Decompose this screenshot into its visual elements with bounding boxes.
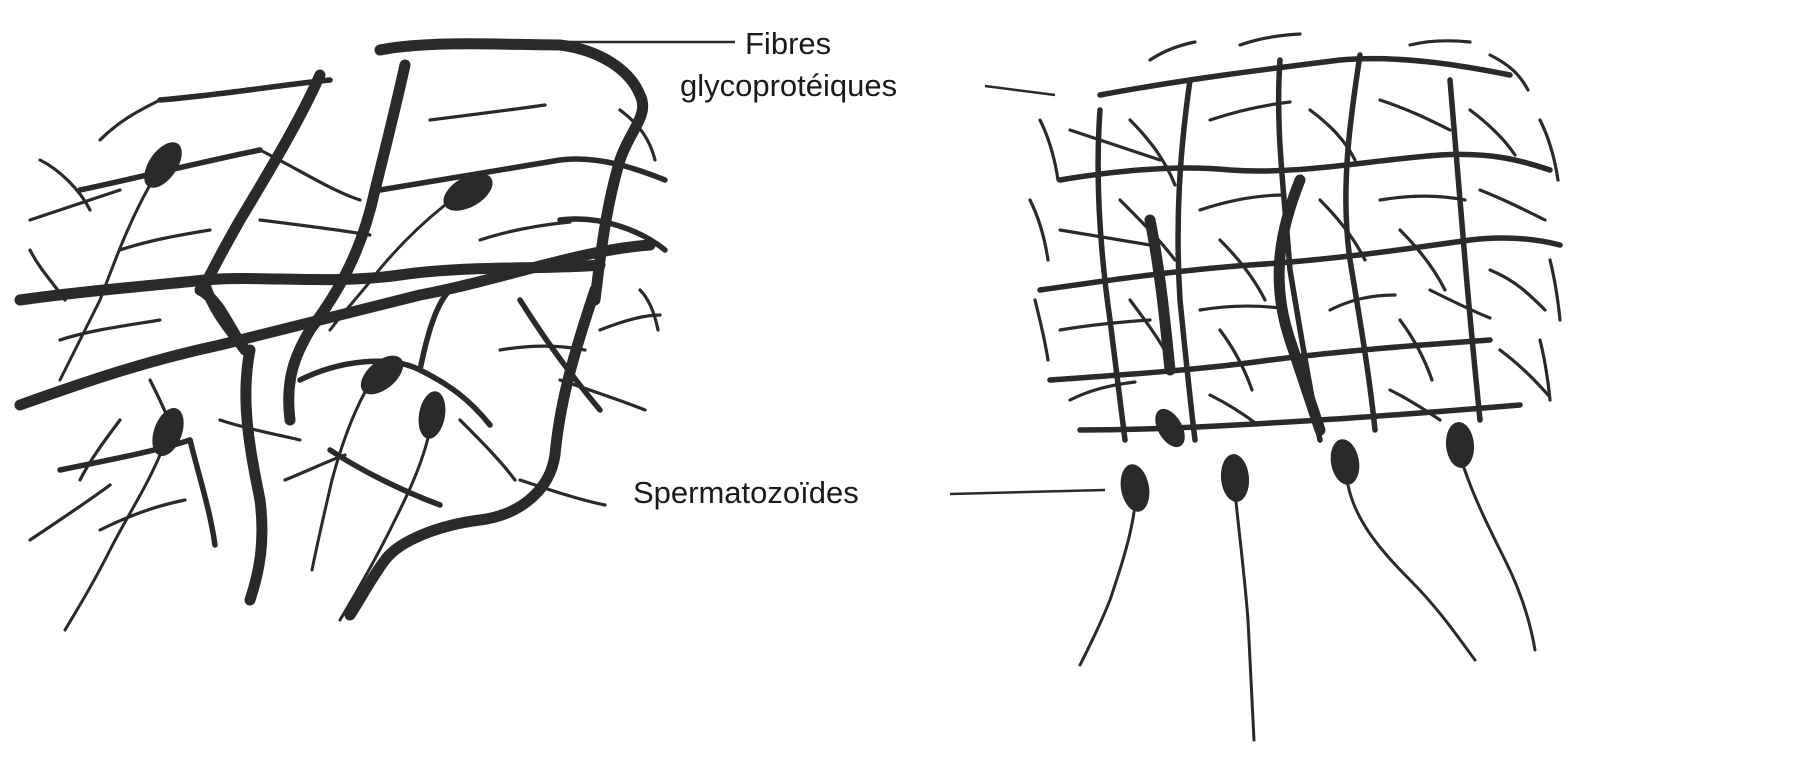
sperm-leader-line bbox=[950, 490, 1105, 494]
left-spermatozoa bbox=[60, 136, 499, 630]
fibres-leader-line-2 bbox=[985, 86, 1055, 95]
spermatozoon bbox=[65, 404, 190, 630]
label-sperm: Spermatozoïdes bbox=[633, 475, 1105, 510]
right-spermatozoa bbox=[1080, 404, 1535, 740]
fibres-label-line1: Fibres bbox=[745, 26, 831, 61]
fibres-label-line2: glycoprotéiques bbox=[680, 68, 897, 103]
spermatozoon bbox=[1327, 437, 1475, 660]
spermatozoon bbox=[60, 136, 189, 380]
right-mesh bbox=[1030, 34, 1560, 440]
spermatozoon bbox=[1219, 453, 1254, 740]
sperm-label: Spermatozoïdes bbox=[633, 475, 859, 510]
spermatozoon bbox=[312, 348, 410, 570]
left-mesh bbox=[20, 44, 665, 615]
spermatozoon bbox=[1444, 421, 1535, 650]
spermatozoon bbox=[1080, 462, 1153, 665]
